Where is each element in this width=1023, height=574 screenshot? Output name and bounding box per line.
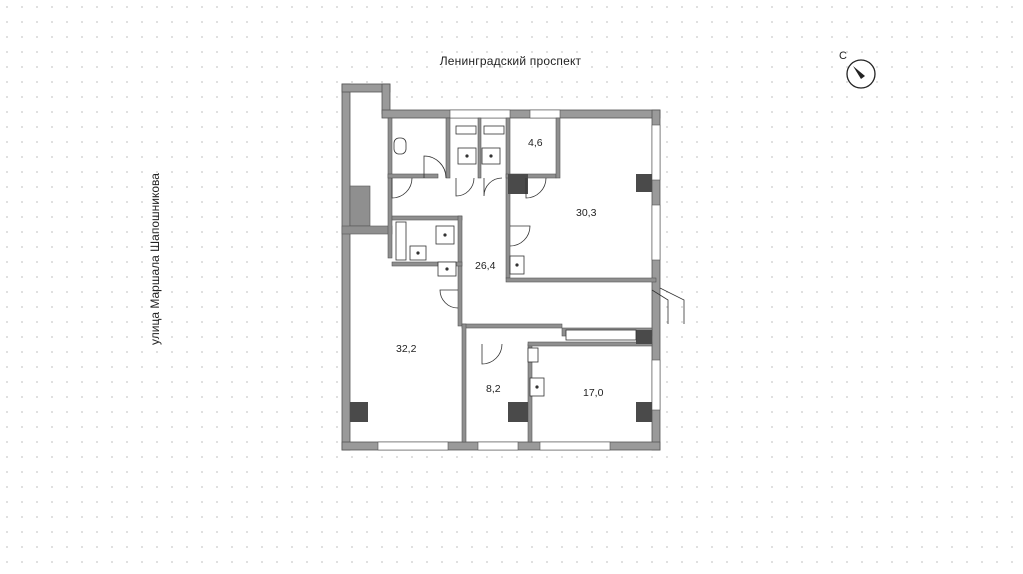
compass-north-label: С <box>839 50 847 62</box>
windows <box>377 109 661 451</box>
room-area-label: 8,2 <box>486 383 501 395</box>
structural-columns <box>350 174 652 422</box>
room-area-label: 17,0 <box>583 387 604 399</box>
toilet-icon <box>393 137 407 155</box>
fixture-drains <box>416 154 539 389</box>
bathtub-icon <box>395 221 407 261</box>
room-area-label: 26,4 <box>475 260 496 272</box>
urinal-icon <box>455 125 477 135</box>
room-area-label: 32,2 <box>396 343 417 355</box>
room-area-label: 4,6 <box>528 137 543 149</box>
street-label-top: Ленинградский проспект <box>439 54 582 68</box>
door-swings <box>391 155 685 365</box>
room-area-label: 30,3 <box>576 207 597 219</box>
built-in-closet <box>565 329 637 341</box>
street-label-left: улица Маршала Шапошникова <box>148 173 162 345</box>
compass-icon <box>846 59 876 89</box>
sink-icon <box>527 347 539 363</box>
urinal-icon <box>483 125 505 135</box>
